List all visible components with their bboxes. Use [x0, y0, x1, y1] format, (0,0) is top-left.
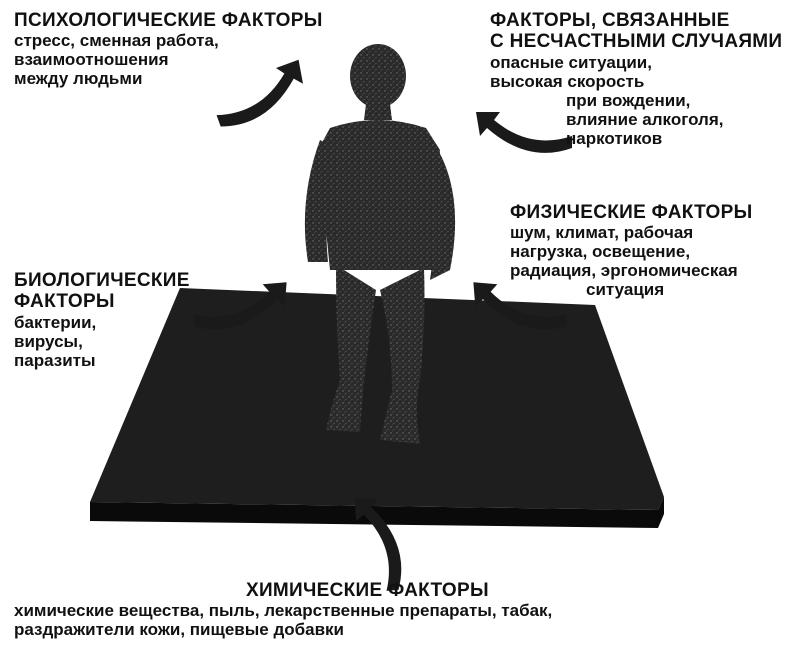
figure-head: [350, 44, 406, 108]
description-line: влияние алкоголя,: [490, 110, 782, 129]
description-line: вирусы,: [14, 332, 190, 351]
description-line: ситуация: [510, 280, 753, 299]
description-line: нагрузка, освещение,: [510, 242, 753, 261]
description-line: шум, климат, рабочая: [510, 223, 753, 242]
description-line: химические вещества, пыль, лекарственные…: [14, 601, 552, 620]
description-line: паразиты: [14, 351, 190, 370]
psychological-description: стресс, сменная работа, взаимоотношения …: [14, 31, 323, 88]
chemical-title: ХИМИЧЕСКИЕ ФАКТОРЫ: [14, 580, 552, 601]
biological-factors: БИОЛОГИЧЕСКИЕ ФАКТОРЫ бактерии, вирусы, …: [14, 270, 190, 370]
description-line: раздражители кожи, пищевые добавки: [14, 620, 552, 639]
description-line: при вождении,: [490, 91, 782, 110]
chemical-description: химические вещества, пыль, лекарственные…: [14, 601, 552, 639]
description-line: опасные ситуации,: [490, 53, 782, 72]
physical-title: ФИЗИЧЕСКИЕ ФАКТОРЫ: [510, 202, 753, 223]
accident-description: опасные ситуации, высокая скорость при в…: [490, 53, 782, 148]
description-line: между людьми: [14, 69, 323, 88]
figure-torso: [318, 120, 440, 270]
biological-title: БИОЛОГИЧЕСКИЕ ФАКТОРЫ: [14, 270, 190, 313]
description-line: наркотиков: [490, 129, 782, 148]
title-line: С НЕСЧАСТНЫМИ СЛУЧАЯМИ: [490, 31, 782, 52]
biological-description: бактерии, вирусы, паразиты: [14, 313, 190, 370]
title-line: БИОЛОГИЧЕСКИЕ: [14, 270, 190, 291]
physical-description: шум, климат, рабочая нагрузка, освещение…: [510, 223, 753, 299]
accident-factors: ФАКТОРЫ, СВЯЗАННЫЕ С НЕСЧАСТНЫМИ СЛУЧАЯМ…: [490, 10, 782, 148]
description-line: взаимоотношения: [14, 50, 323, 69]
physical-factors: ФИЗИЧЕСКИЕ ФАКТОРЫ шум, климат, рабочая …: [510, 202, 753, 299]
figure-neck: [364, 104, 392, 120]
psychological-factors: ПСИХОЛОГИЧЕСКИЕ ФАКТОРЫ стресс, сменная …: [14, 10, 323, 88]
description-line: стресс, сменная работа,: [14, 31, 323, 50]
description-line: радиация, эргономическая: [510, 261, 753, 280]
title-line: ФАКТОРЫ: [14, 291, 190, 312]
psychological-title: ПСИХОЛОГИЧЕСКИЕ ФАКТОРЫ: [14, 10, 323, 31]
description-line: бактерии,: [14, 313, 190, 332]
chemical-factors: ХИМИЧЕСКИЕ ФАКТОРЫ химические вещества, …: [14, 580, 552, 639]
description-line: высокая скорость: [490, 72, 782, 91]
accident-title: ФАКТОРЫ, СВЯЗАННЫЕ С НЕСЧАСТНЫМИ СЛУЧАЯМ…: [490, 10, 782, 53]
title-line: ФАКТОРЫ, СВЯЗАННЫЕ: [490, 10, 782, 31]
